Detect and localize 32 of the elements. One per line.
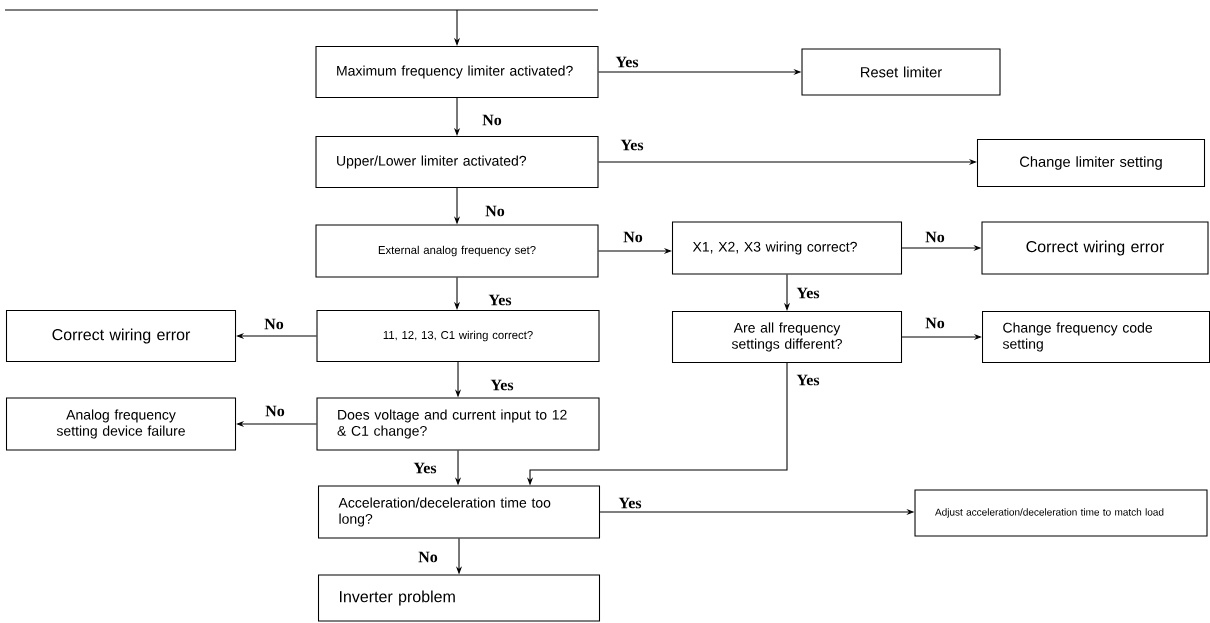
edge-label: Yes (487, 293, 513, 307)
edge-label: Yes (412, 461, 438, 475)
edge-label: No (621, 230, 645, 244)
decision-box: 11, 12, 13, C1 wiring correct? (316, 309, 600, 363)
edge-label: No (262, 317, 286, 331)
edge-label: Yes (619, 138, 645, 152)
edge-label: Yes (795, 286, 821, 300)
decision-box: X1, X2, X3 wiring correct? (671, 221, 903, 275)
edge-label: Yes (795, 373, 821, 387)
action-box: Reset limiter (801, 48, 1001, 96)
edge-label: No (263, 404, 287, 418)
action-box: Correct wiring error (5, 309, 237, 363)
decision-box: Does voltage and current input to 12 & C1 change? (316, 397, 600, 451)
decision-box: External analog frequency set? (315, 224, 599, 278)
edge-label: Yes (614, 55, 640, 69)
action-box: Adjust acceleration/deceleration time to match load (914, 489, 1208, 537)
edge-label: No (416, 550, 440, 564)
terminal-box: Inverter problem (317, 574, 601, 622)
edge-label: Yes (617, 496, 643, 510)
action-box: Correct wiring error (981, 221, 1209, 275)
decision-box: Acceleration/deceleration time too long? (317, 485, 601, 539)
action-box: Change limiter setting (976, 138, 1206, 188)
edge-label: No (483, 204, 507, 218)
decision-box: Upper/Lower limiter activated? (315, 135, 599, 189)
decision-box: Maximum frequency limiter activated? (315, 45, 599, 99)
action-box: Analog frequency setting device failure (5, 397, 237, 451)
action-box: Change frequency code setting (981, 310, 1210, 364)
decision-box: Are all frequency settings different? (671, 310, 903, 364)
edge-label: No (480, 113, 504, 127)
edge-label: Yes (489, 378, 515, 392)
edge-label: No (923, 316, 947, 330)
edge-label: No (923, 230, 947, 244)
